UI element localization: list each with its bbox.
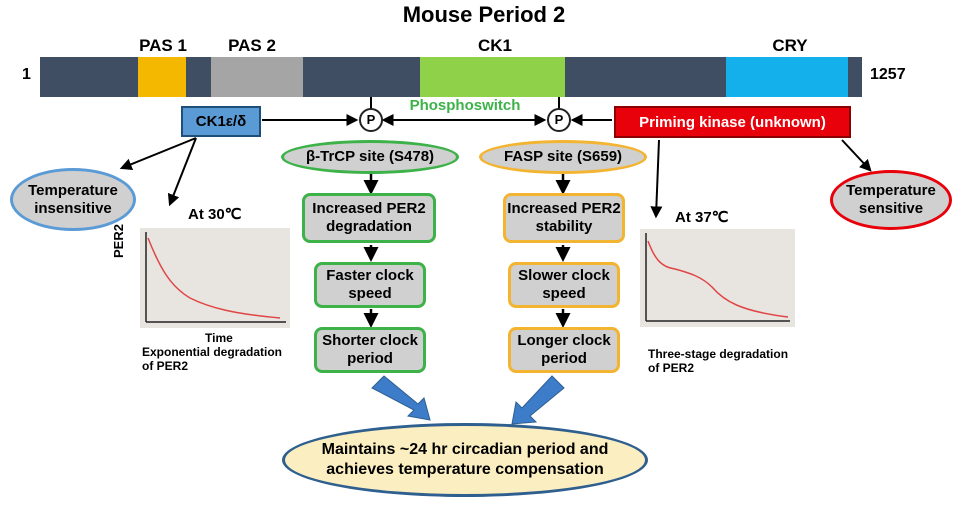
green-step-1-text: Increased PER2 degradation: [312, 200, 426, 235]
phosphoswitch-label: Phosphoswitch: [409, 97, 521, 114]
yellow-step-2-text: Slower clock speed: [518, 267, 610, 302]
fasp-site-ellipse: FASP site (S659): [479, 140, 647, 174]
right-temperature-label: At 37℃: [675, 209, 729, 226]
outcome-text: Maintains ~24 hr circadian period and ac…: [321, 441, 609, 478]
ck1-kinase-box: CK1ε/δ: [181, 106, 261, 137]
right-caption-line1: Three-stage degradation: [648, 347, 789, 361]
phospho-site-marker-left: P: [359, 108, 383, 132]
outcome-ellipse: Maintains ~24 hr circadian period and ac…: [282, 423, 648, 497]
yellow-step-3: Longer clock period: [508, 327, 620, 373]
yellow-step-1: Increased PER2 stability: [503, 193, 625, 243]
right-degradation-plot: [640, 229, 795, 327]
btrcp-site-ellipse: β-TrCP site (S478): [281, 140, 459, 174]
domain-label-pas1: PAS 1: [139, 36, 187, 55]
phospho-site-marker-right: P: [547, 108, 571, 132]
left-caption-line2: of PER2: [142, 359, 189, 373]
btrcp-site-text: β-TrCP site (S478): [305, 148, 435, 165]
temperature-insensitive-text: Temperature insensitive: [28, 181, 118, 217]
left-plot-ylabel: PER2: [111, 224, 126, 258]
diagram-title: Mouse Period 2: [402, 2, 566, 27]
domain-label-cry: CRY: [772, 36, 808, 55]
yellow-step-3-text: Longer clock period: [517, 332, 611, 367]
cry-domain: [726, 57, 848, 97]
ck1-domain: [420, 57, 565, 97]
green-step-2-text: Faster clock speed: [326, 267, 414, 302]
per2-protein-bar: [40, 57, 862, 97]
temperature-insensitive-ellipse: Temperature insensitive: [10, 168, 136, 231]
pas1-domain: [138, 57, 186, 97]
three-stage-decay-curve: [647, 240, 789, 318]
green-step-3-text: Shorter clock period: [322, 332, 418, 367]
blue-arrow-right: [511, 375, 565, 425]
blue-arrow-left: [371, 375, 431, 421]
green-step-3: Shorter clock period: [314, 327, 426, 373]
left-temperature-label: At 30℃: [188, 206, 242, 223]
pas2-domain: [211, 57, 303, 97]
left-plot-xlabel: Time: [205, 331, 233, 345]
right-caption-line2: of PER2: [648, 361, 695, 375]
fasp-site-text: FASP site (S659): [503, 148, 623, 165]
domain-label-pas2: PAS 2: [228, 36, 276, 55]
sequence-start-label: 1: [22, 66, 31, 83]
left-caption-line1: Exponential degradation: [142, 345, 283, 359]
left-degradation-plot: [140, 228, 290, 328]
sequence-end-label: 1257: [870, 66, 906, 83]
priming-kinase-box: Priming kinase (unknown): [614, 106, 851, 138]
green-step-2: Faster clock speed: [314, 262, 426, 308]
yellow-step-1-text: Increased PER2 stability: [507, 200, 621, 235]
domain-label-ck1: CK1: [477, 36, 512, 55]
temperature-sensitive-text: Temperature sensitive: [846, 182, 936, 217]
yellow-step-2: Slower clock speed: [508, 262, 620, 308]
green-step-1: Increased PER2 degradation: [302, 193, 436, 243]
temperature-sensitive-ellipse: Temperature sensitive: [830, 170, 952, 230]
exponential-decay-curve: [147, 237, 281, 319]
